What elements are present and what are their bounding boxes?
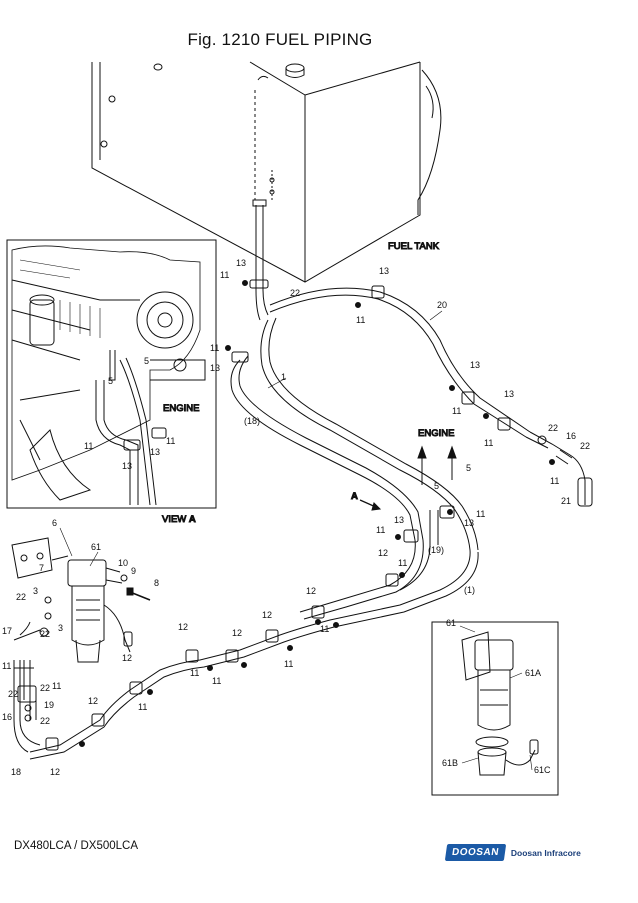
callout-22: 22 [40,629,50,639]
callout-13: 13 [150,447,160,457]
engine-view-label: ENGINE [163,403,199,414]
pipe-clamps [45,279,573,751]
callout-16: 16 [566,431,576,441]
callout-5: 5 [434,481,439,491]
callout-18: (18) [244,416,260,426]
callout-13: 13 [394,515,404,525]
callout-9: 9 [131,566,136,576]
fuel-tank [91,61,442,283]
callout-11: 11 [550,476,559,486]
callout-22: 22 [8,689,18,699]
callout-13: 13 [504,389,514,399]
callout-12: 12 [262,610,272,620]
callout-5: 5 [466,463,471,473]
figure-title: Fig. 1210 FUEL PIPING [187,30,373,49]
callout-5: 5 [108,376,113,386]
callout-19: (19) [428,545,444,555]
engine-arrow-label: ENGINE [418,428,454,439]
callout-11: 11 [138,702,147,712]
callout-13: 13 [379,266,389,276]
callout-1: (1) [464,585,475,595]
callout-12: 12 [88,696,98,706]
callout-61b: 61B [442,758,458,768]
callout-8: 8 [154,578,159,588]
callout-3: 3 [58,623,63,633]
callout-22: 22 [16,592,26,602]
callout-11: 11 [284,659,293,669]
brand-name: Doosan Infracore [510,847,581,858]
callout-1: 1 [281,372,286,382]
bolts [79,280,555,747]
callout-11: 11 [376,525,385,535]
callout-13: 13 [122,461,132,471]
callout-11: 11 [356,315,365,325]
callout-12: 12 [232,628,242,638]
callout-11: 11 [166,436,175,446]
callout-22: 22 [40,683,50,693]
callout-10: 10 [118,558,128,568]
arrow-a-label: A [351,491,358,502]
callout-12: 12 [178,622,188,632]
callout-16: 16 [2,712,12,722]
callout-11: 11 [484,438,493,448]
callout-6: 6 [52,518,57,528]
callout-13: 13 [236,258,246,268]
callout-11: 11 [212,676,221,686]
callout-11: 11 [210,343,219,353]
callout-numbers: 13 11 22 13 11 20 11 13 1 (18) 13 11 13 … [2,258,590,777]
main-fuel-lines [13,287,593,760]
callout-12: 12 [378,548,388,558]
callout-11: 11 [320,624,329,634]
tank-outlet-pipe [252,199,269,321]
view-a-inset [6,239,217,509]
callout-11: 11 [220,270,229,280]
callout-22: 22 [580,441,590,451]
callout-11: 11 [52,681,61,691]
callout-11: 11 [84,441,93,451]
callout-61: 61 [91,542,101,552]
callout-12: 12 [50,767,60,777]
callout-13: 13 [470,360,480,370]
callout-61a: 61A [525,668,541,678]
filter-assembly-left [11,537,151,722]
callout-61: 61 [446,618,456,628]
callout-18: 18 [11,767,21,777]
doosan-logo: DOOSAN [444,844,507,861]
callout-17: 17 [2,626,12,636]
callout-21: 21 [561,496,571,506]
callout-5: 5 [144,356,149,366]
callout-3: 3 [33,586,38,596]
callout-11: 11 [2,661,11,671]
leader-lines [59,310,533,771]
view-a-label: VIEW A [162,514,196,525]
callout-61c: 61C [534,765,551,775]
callout-20: 20 [437,300,447,310]
brand-block: DOOSAN Doosan Infracore [444,844,581,861]
callout-22: 22 [290,288,300,298]
callout-13: 13 [464,518,474,528]
callout-7: 7 [39,563,44,573]
callout-13: 13 [210,363,220,373]
callout-11: 11 [476,509,485,519]
filter-detail-inset [431,621,559,796]
callout-12: 12 [306,586,316,596]
callout-11: 11 [398,558,407,568]
callout-22: 22 [40,716,50,726]
model-label: DX480LCA / DX500LCA [14,840,139,852]
callout-12: 12 [122,653,132,663]
callout-19: 19 [44,700,54,710]
callout-11: 11 [452,406,461,416]
fuel-tank-label: FUEL TANK [388,241,440,252]
callout-22: 22 [548,423,558,433]
callout-11: 11 [190,668,199,678]
